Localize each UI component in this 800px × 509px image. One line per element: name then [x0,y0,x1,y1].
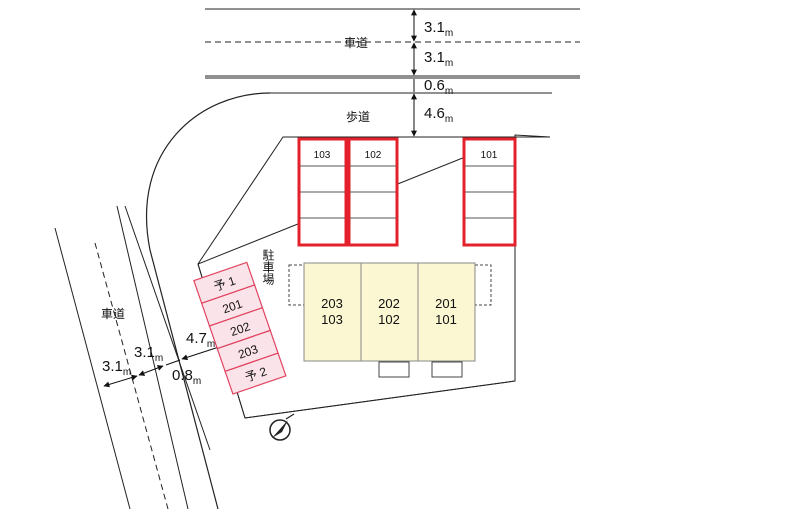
bike-slot-label: 103 [314,150,331,161]
top-gap-dim: 0.6m [424,77,453,97]
bike-slot-101: 101 [462,137,517,247]
left-lane-2-dim: 3.1m [134,344,163,364]
unit-upper: 202 [378,296,400,311]
parking-slots: 予 1 201 202 203 予 2 [193,261,287,395]
top-lane-2-dim: 3.1m [424,49,453,69]
balcony-right [474,264,492,306]
svg-text:202: 202 [228,319,252,339]
outdoor-unit [378,361,410,378]
north-arrow-icon [269,413,295,441]
sidewalk-label: 歩道 [346,109,370,124]
left-lane-1-dim: 3.1m [102,358,131,378]
top-road-label: 車道 [344,36,368,50]
top-lane-1-dim: 3.1m [424,19,453,39]
unit-lower: 103 [321,312,343,327]
balcony-left [288,264,306,306]
parking-slot: 予 1 [193,261,256,305]
unit-lower: 101 [435,312,457,327]
parking-lot-label: 駐車場 [261,248,275,286]
top-road [205,8,580,94]
left-road [54,205,211,509]
unit-upper: 203 [321,296,343,311]
outdoor-unit [431,361,463,378]
bike-slot-103: 103 [297,137,348,247]
left-road-label: 車道 [101,307,125,321]
bike-slot-label: 102 [365,150,382,161]
unit-upper: 201 [435,296,457,311]
bike-slot-102: 102 [347,137,399,247]
svg-text:予 1: 予 1 [212,273,238,294]
svg-text:203: 203 [236,342,260,362]
left-setback-dim: 4.7m [186,330,215,350]
svg-text:201: 201 [221,296,245,316]
parking-slot: 予 2 [224,352,287,395]
left-dimensions [103,344,223,388]
sidewalk-dim: 4.6m [424,105,453,125]
parking-slot: 203 [216,329,279,373]
parking-slot: 201 [200,284,264,327]
svg-text:予 2: 予 2 [243,364,269,385]
left-gap-dim: 0.8m [172,367,201,387]
building [303,262,476,362]
bike-slot-label: 101 [481,150,498,161]
unit-lower: 102 [378,312,400,327]
corner-road-edge [145,92,271,509]
